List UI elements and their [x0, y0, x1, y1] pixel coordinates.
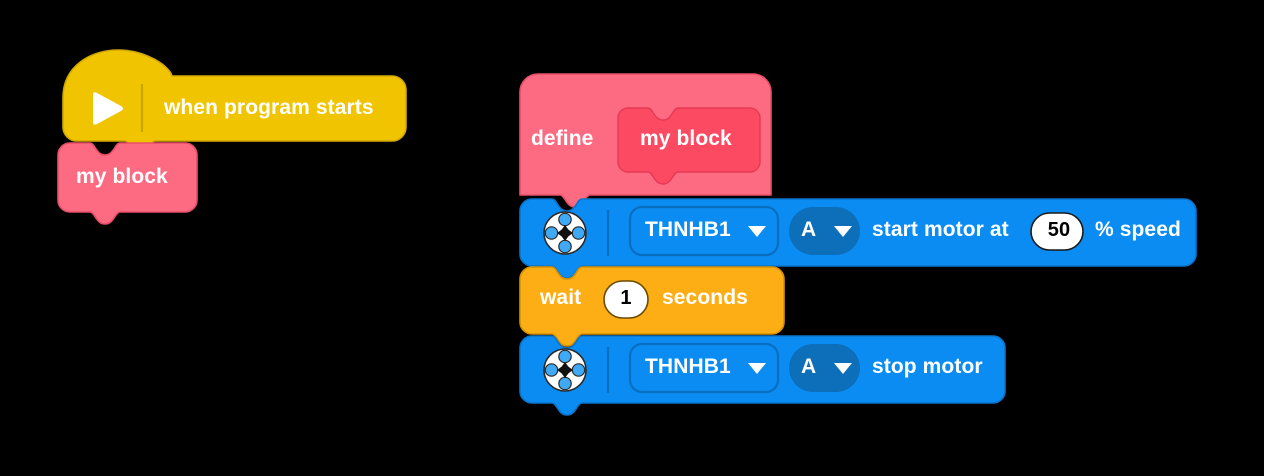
- stop-motor-motor-dropdown[interactable]: [789, 344, 860, 392]
- chevron-down-icon: [834, 363, 852, 374]
- when-program-starts-label: when program starts: [164, 96, 374, 119]
- start-motor-text-before: start motor at: [872, 218, 1009, 241]
- start-motor-speed-input[interactable]: [1030, 212, 1084, 251]
- start-motor-port-dropdown[interactable]: [628, 205, 780, 257]
- chevron-down-icon: [748, 226, 766, 237]
- define-label: define: [531, 127, 594, 150]
- wait-seconds-block[interactable]: [519, 266, 785, 347]
- my-block-call-label: my block: [76, 165, 168, 188]
- start-motor-block[interactable]: [519, 198, 1197, 279]
- hub-icon: [543, 348, 587, 392]
- define-prototype[interactable]: [617, 107, 761, 185]
- chevron-down-icon: [834, 226, 852, 237]
- define-prototype-label: my block: [640, 127, 732, 150]
- chevron-down-icon: [748, 363, 766, 374]
- wait-text-after: seconds: [662, 286, 748, 309]
- stop-motor-port-value[interactable]: THNHB1: [645, 355, 731, 378]
- play-icon: [93, 92, 123, 125]
- hub-icon: [543, 211, 587, 255]
- wait-text-before: wait: [540, 286, 582, 309]
- when-program-starts-block[interactable]: [62, 49, 407, 154]
- wait-seconds-input[interactable]: [603, 280, 649, 319]
- stop-motor-text-before: stop motor: [872, 355, 983, 378]
- define-my-block-block[interactable]: [519, 73, 772, 208]
- stop-motor-port-dropdown[interactable]: [628, 342, 780, 394]
- stop-motor-motor-value[interactable]: A: [801, 355, 817, 378]
- wait-seconds-value[interactable]: 1: [620, 287, 632, 309]
- start-motor-motor-value[interactable]: A: [801, 218, 817, 241]
- start-motor-text-after: % speed: [1095, 218, 1181, 241]
- start-motor-motor-dropdown[interactable]: [789, 207, 860, 255]
- my-block-call-block[interactable]: [57, 142, 198, 225]
- stop-motor-block[interactable]: [519, 335, 1006, 416]
- start-motor-port-value[interactable]: THNHB1: [645, 218, 731, 241]
- start-motor-speed-value[interactable]: 50: [1047, 219, 1071, 241]
